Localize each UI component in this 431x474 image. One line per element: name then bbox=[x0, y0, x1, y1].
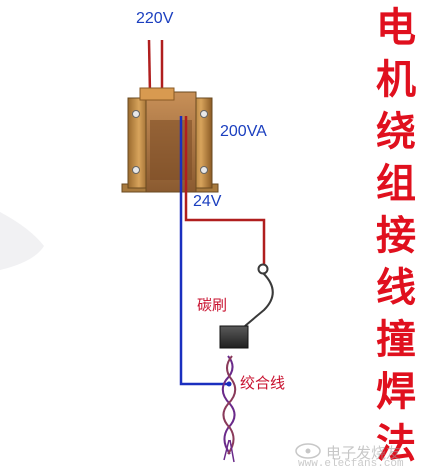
carbon-brush-block bbox=[219, 325, 249, 349]
watermark-text-cn: 电子发烧友 bbox=[326, 444, 402, 462]
red-output-wire bbox=[184, 116, 266, 264]
twisted-wire-label: 绞合线 bbox=[240, 374, 286, 392]
input-voltage-label: 220V bbox=[136, 10, 174, 27]
transformer-terminal-block bbox=[139, 87, 175, 101]
watermark-text-en: www.elecfans.com bbox=[298, 458, 404, 470]
title-char: 接 bbox=[376, 212, 416, 259]
wire-junction bbox=[226, 381, 232, 387]
brush-pigtail bbox=[244, 272, 274, 327]
title-char: 组 bbox=[376, 160, 416, 207]
watermark-logo-icon bbox=[295, 443, 321, 459]
twisted-wire bbox=[221, 355, 237, 463]
transformer-screw bbox=[200, 166, 208, 174]
transformer-rating-label: 200VA bbox=[220, 123, 267, 140]
vertical-title: 电 机 绕 组 接 线 撞 焊 法 bbox=[366, 2, 426, 470]
title-char: 撞 bbox=[376, 316, 416, 363]
transformer-screw bbox=[200, 110, 208, 118]
watermark: 电子发烧友 www.elecfans.com bbox=[286, 440, 426, 472]
blue-output-wire bbox=[179, 116, 228, 386]
title-char: 焊 bbox=[376, 368, 416, 415]
title-char: 电 bbox=[376, 4, 416, 51]
transformer bbox=[121, 87, 219, 193]
title-char: 机 bbox=[376, 56, 416, 103]
output-voltage-label: 24V bbox=[193, 193, 222, 210]
brush-terminal-ring bbox=[257, 263, 269, 275]
title-char: 法 bbox=[376, 420, 416, 467]
transformer-screw bbox=[132, 166, 140, 174]
title-char: 线 bbox=[376, 264, 416, 311]
background-smudge bbox=[0, 212, 44, 270]
title-char: 绕 bbox=[376, 108, 416, 155]
transformer-screw bbox=[132, 110, 140, 118]
input-leads bbox=[147, 39, 164, 95]
carbon-brush-label: 碳刷 bbox=[197, 296, 228, 314]
